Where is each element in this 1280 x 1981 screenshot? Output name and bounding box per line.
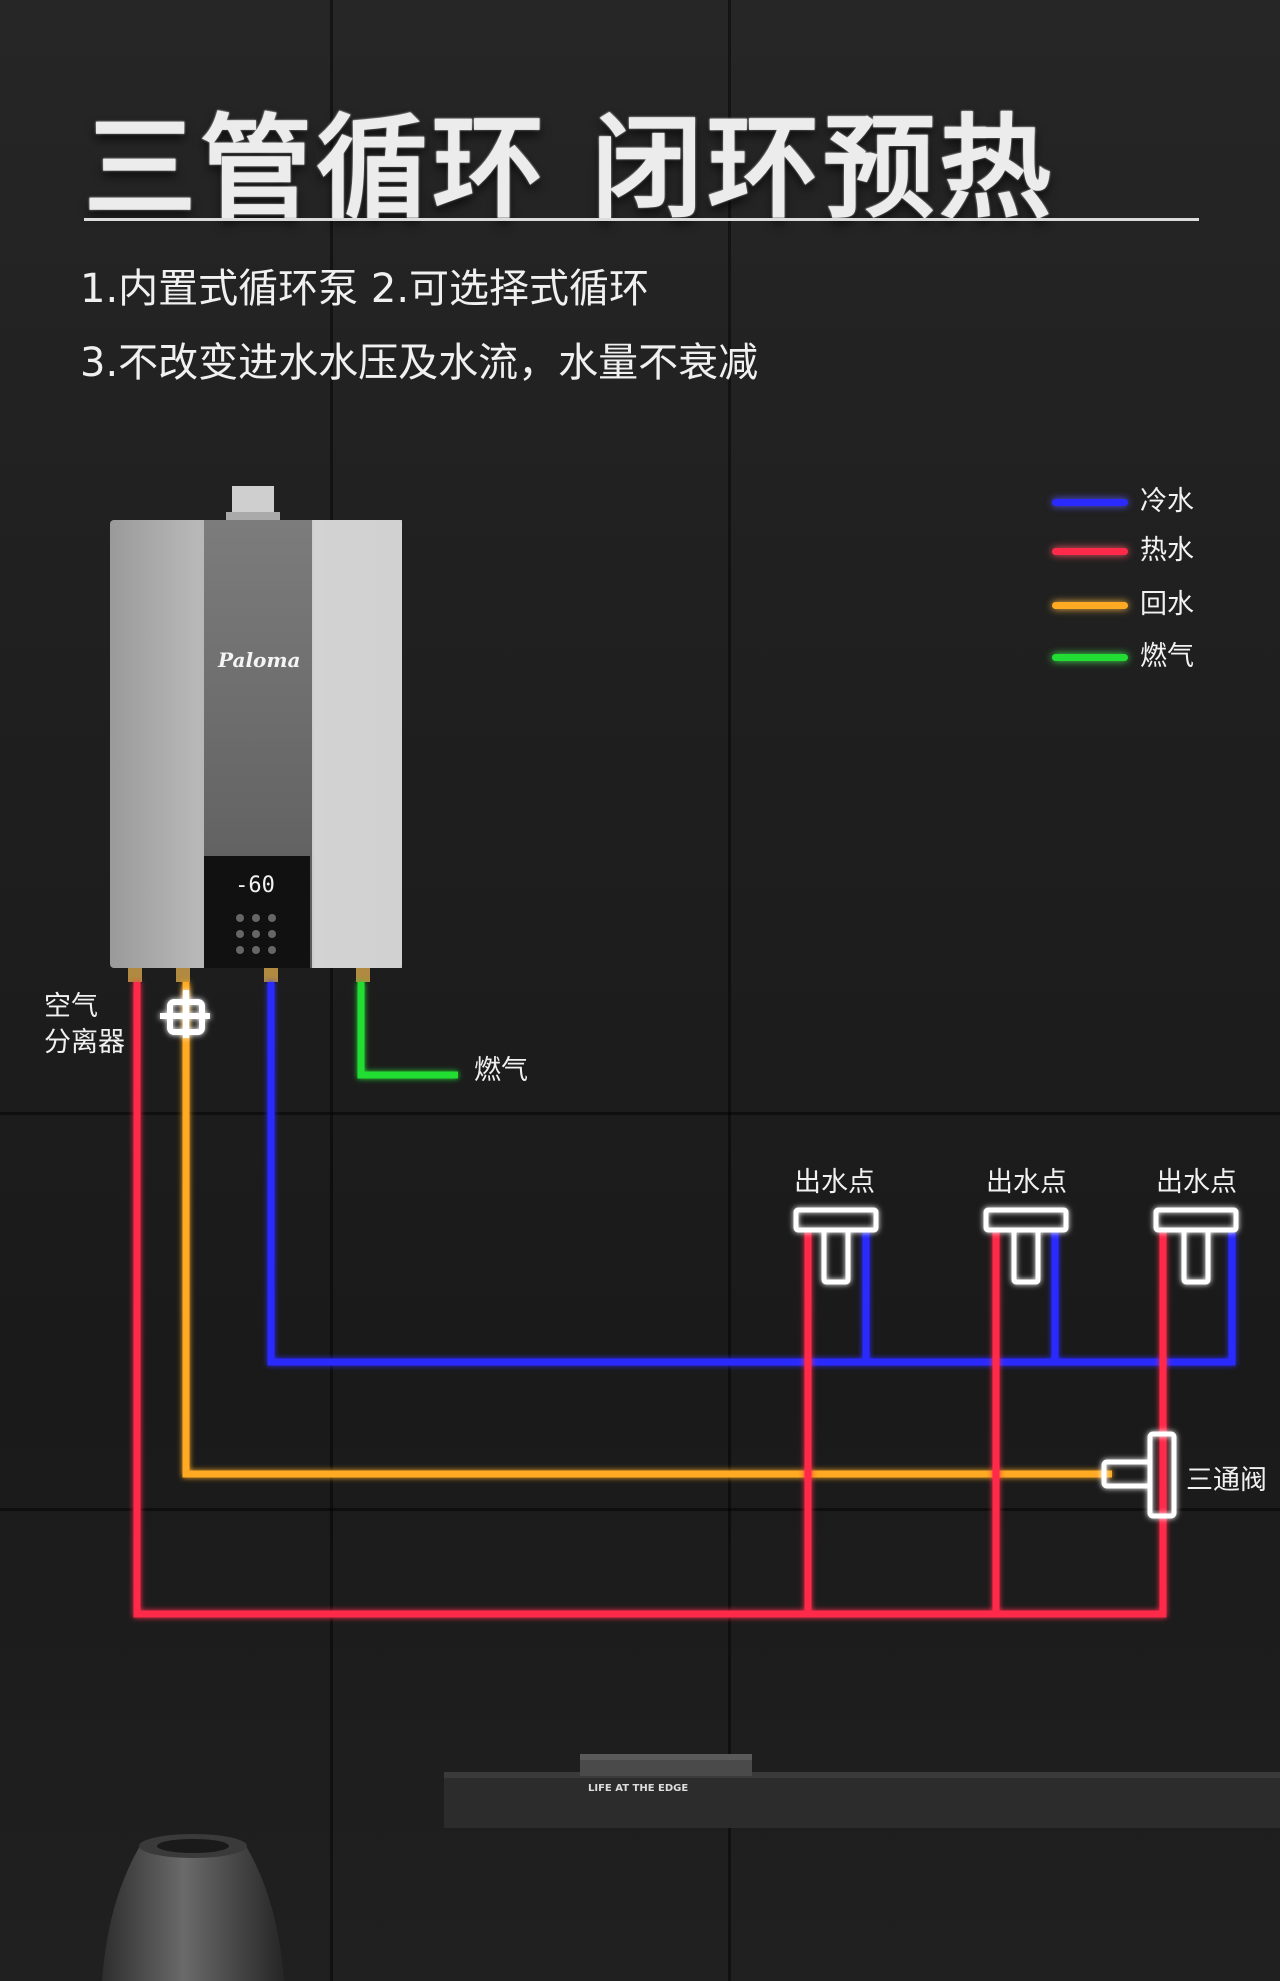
cold-water-pipe [267, 982, 1236, 1366]
legend-swatch [1052, 654, 1128, 661]
hot-water-pipe [133, 982, 1167, 1618]
faucet-outlet-3 [1153, 1207, 1239, 1285]
legend-label: 燃气 [1140, 641, 1194, 672]
legend-swatch [1052, 548, 1128, 555]
legend-label: 热水 [1140, 535, 1194, 566]
legend-swatch [1052, 499, 1128, 506]
heater-display: -60 [235, 873, 275, 898]
wall-seam [0, 1112, 1280, 1115]
title-divider [84, 218, 1199, 221]
vase [102, 1846, 284, 1981]
legend-label: 回水 [1140, 589, 1194, 620]
legend-item-gas: 燃气 [1052, 637, 1252, 677]
feature-line-1: 1.内置式循环泵 2.可选择式循环 [80, 266, 650, 312]
wall-seam [0, 1508, 1280, 1511]
legend-item-return-water: 回水 [1052, 585, 1252, 625]
faucet-outlet-2 [983, 1207, 1069, 1285]
legend-item-cold-water: 冷水 [1052, 482, 1252, 522]
label-three-way-valve: 三通阀 [1186, 1465, 1267, 1496]
label-outlet-1: 出水点 [794, 1167, 875, 1198]
label-gas: 燃气 [474, 1055, 528, 1086]
wall-seam [330, 0, 333, 1981]
legend-label: 冷水 [1140, 486, 1194, 517]
legend-swatch [1052, 602, 1128, 609]
feature-line-2: 3.不改变进水水压及水流，水量不衰减 [80, 340, 759, 386]
book-title: LIFE AT THE EDGE [588, 1783, 689, 1794]
gas-pipe [357, 982, 458, 1079]
air-separator [160, 990, 210, 1038]
heater-buttons [236, 914, 276, 954]
label-air-separator-line1: 空气 [44, 991, 98, 1022]
page-title: 三管循环 闭环预热 [84, 104, 1055, 234]
return-water-pipe [182, 982, 1112, 1478]
heater-brand-logo: Paloma [218, 648, 301, 672]
legend-item-hot-water: 热水 [1052, 531, 1252, 571]
faucet-outlet-1 [793, 1207, 879, 1285]
label-outlet-2: 出水点 [986, 1167, 1067, 1198]
wall-seam [728, 0, 731, 1981]
label-outlet-3: 出水点 [1156, 1167, 1237, 1198]
three-way-valve [1101, 1431, 1177, 1519]
heater-connectors [128, 968, 370, 982]
label-air-separator-line2: 分离器 [44, 1027, 125, 1058]
wall-shelf [444, 1772, 1280, 1828]
